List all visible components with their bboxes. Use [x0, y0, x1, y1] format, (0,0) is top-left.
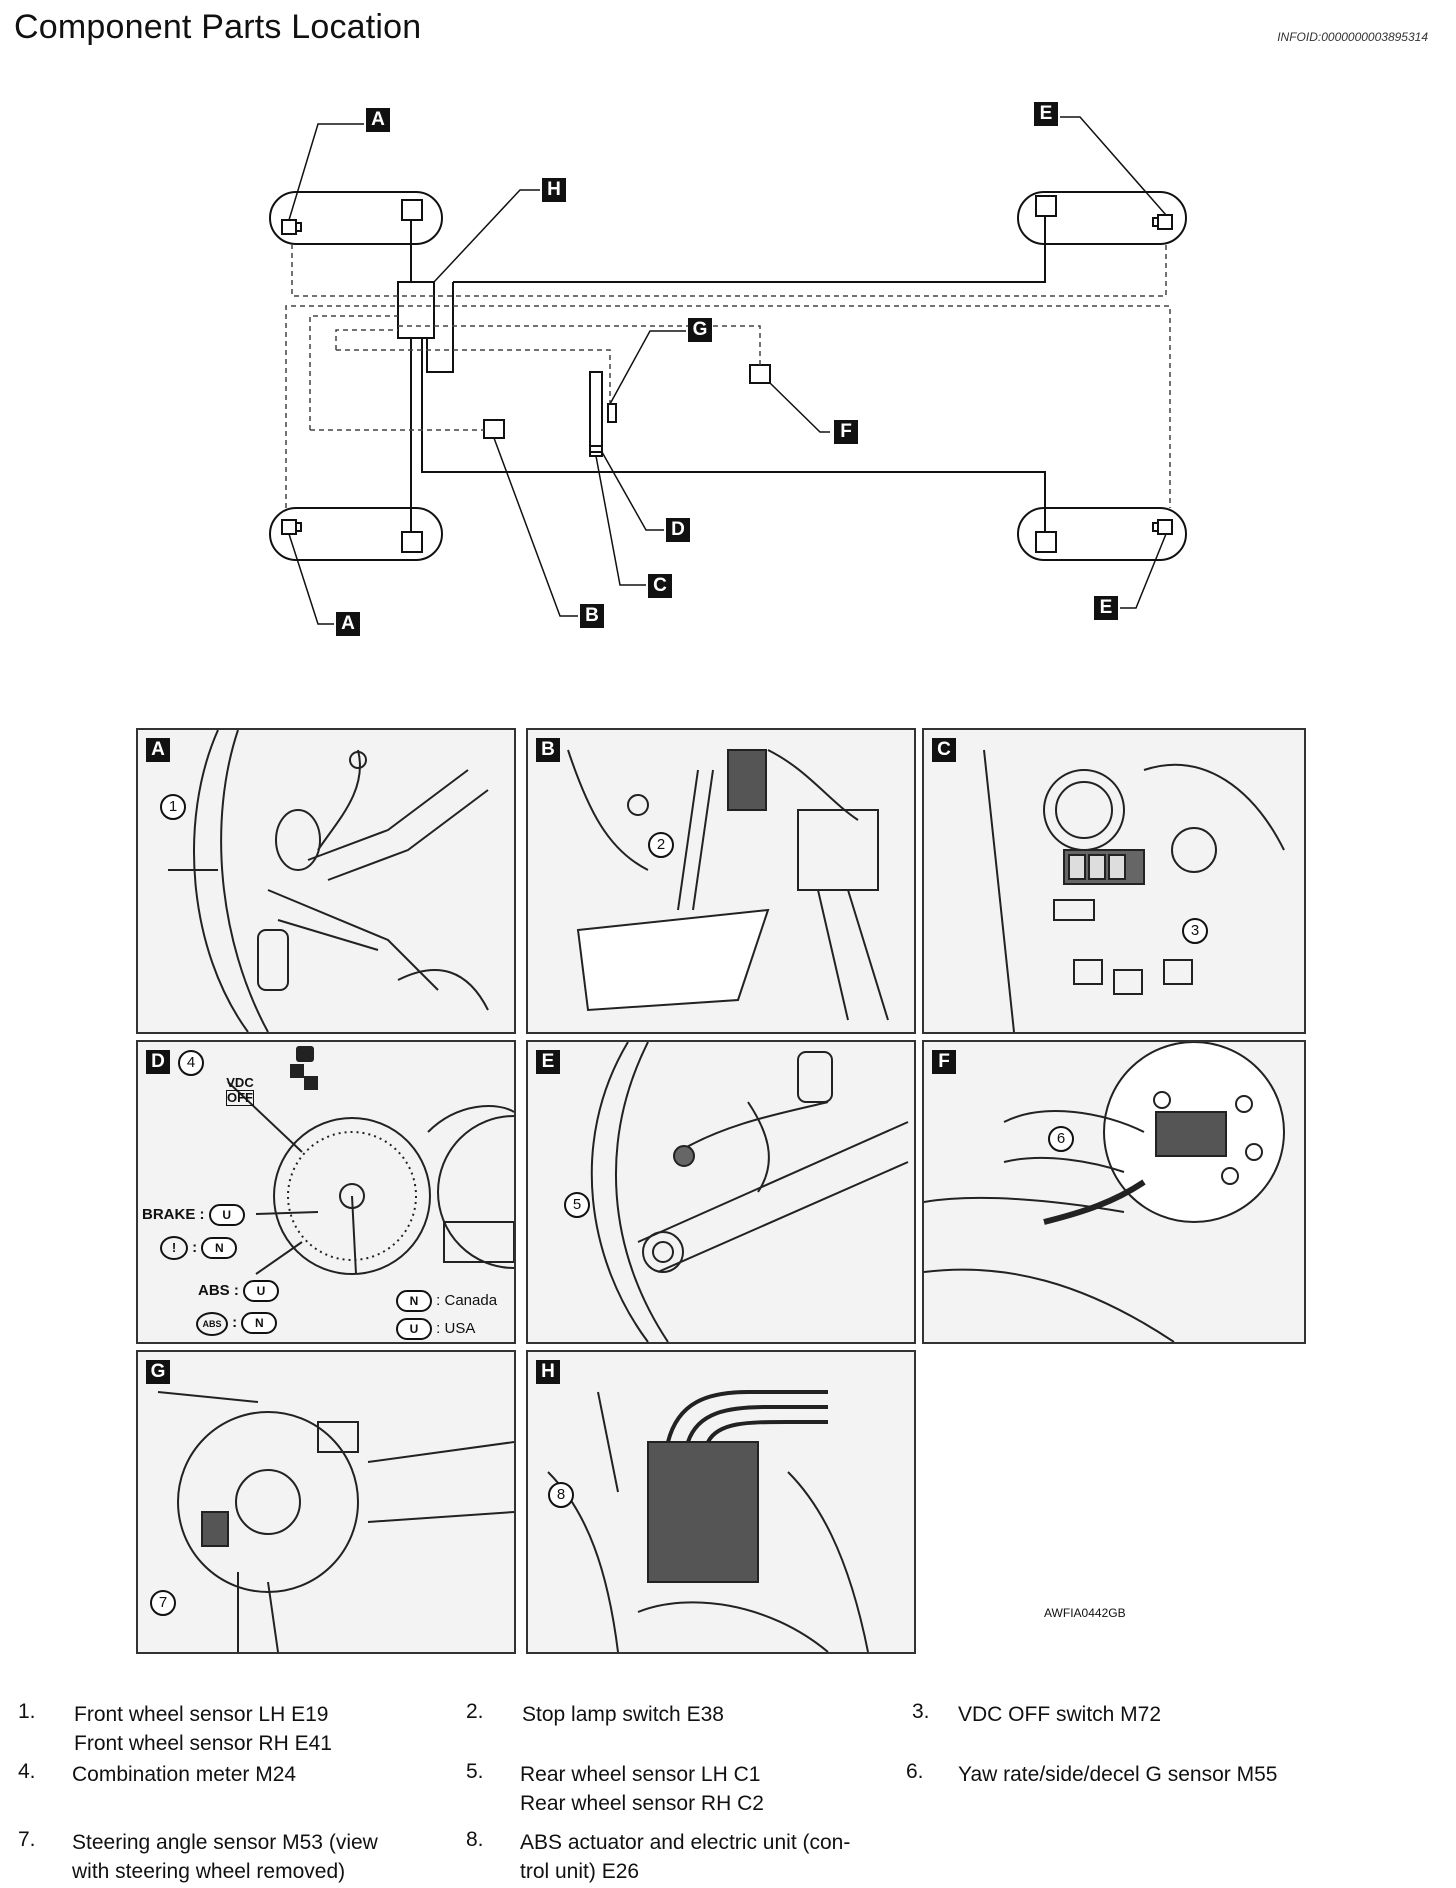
pill-n: N — [396, 1290, 432, 1312]
rear-right-wheel — [1017, 507, 1187, 561]
vdc-off-indicator: VDC OFF — [226, 1076, 254, 1106]
front-wheel-illustration — [168, 730, 489, 1032]
image-code: AWFIA0442GB — [1044, 1606, 1126, 1620]
legend-text: Stop lamp switch E38 — [522, 1703, 724, 1726]
callout-7: 7 — [150, 1590, 176, 1616]
panel-b-brake-pedal: B 2 — [526, 728, 916, 1034]
panel-e-rear-wheel: E 5 — [526, 1040, 916, 1344]
panel-c-tag: C — [932, 738, 956, 762]
diagram-label-b: B — [580, 604, 604, 628]
pill-n: N — [201, 1237, 238, 1259]
legend-number: 1. — [18, 1700, 36, 1723]
combination-meter-illustration — [227, 1046, 514, 1275]
callout-3: 3 — [1182, 918, 1208, 944]
pill-u: U — [396, 1318, 432, 1340]
abs-symbol-label: ABS : N — [196, 1312, 278, 1336]
diagram-label-e-top: E — [1034, 102, 1058, 126]
usa-text: : USA — [436, 1320, 476, 1337]
panel-b-tag: B — [536, 738, 560, 762]
panel-f-g-sensor: F 6 — [922, 1040, 1306, 1344]
panel-a-front-wheel: A 1 — [136, 728, 516, 1034]
g-sensor-illustration — [924, 1042, 1285, 1342]
callout-8: 8 — [548, 1482, 574, 1508]
legend-text: Yaw rate/side/decel G sensor M55 — [958, 1763, 1278, 1786]
front-right-wheel — [1017, 191, 1187, 245]
callout-6: 6 — [1048, 1126, 1074, 1152]
rear-left-wheel — [269, 507, 443, 561]
diagram-label-h: H — [542, 178, 566, 202]
legend-text: Combination meter M24 — [72, 1763, 297, 1786]
brake-pedal-illustration — [567, 749, 889, 1021]
front-left-wheel — [269, 191, 443, 245]
panel-h-tag: H — [536, 1360, 560, 1384]
legend-text: VDC OFF switch M72 — [958, 1703, 1162, 1726]
page-title: Component Parts Location — [14, 8, 422, 46]
legend-number: 4. — [18, 1760, 36, 1783]
diagram-label-c: C — [648, 574, 672, 598]
pill-n: N — [241, 1312, 278, 1334]
abs-unit — [397, 281, 435, 339]
callout-1: 1 — [160, 794, 186, 820]
abs-icon: ABS — [196, 1312, 228, 1336]
legend-number: 7. — [18, 1828, 36, 1851]
off-text: OFF — [226, 1090, 254, 1106]
panel-f-tag: F — [932, 1050, 956, 1074]
legend-number: 6. — [906, 1760, 924, 1783]
colon-text: : — [232, 1314, 238, 1331]
legend-text: ABS actuator and electric unit (con-trol… — [520, 1831, 851, 1883]
brake-text: BRAKE : — [142, 1206, 205, 1223]
dashboard-switch-illustration — [983, 749, 1285, 1032]
colon-text: : — [192, 1239, 198, 1256]
steering-angle-sensor-illustration — [157, 1391, 514, 1652]
abs-text: ABS : — [198, 1282, 239, 1299]
exclamation-icon: ! — [160, 1236, 188, 1260]
legend-number: 3. — [912, 1700, 930, 1723]
panel-a-tag: A — [146, 738, 170, 762]
panel-c-dash-switch: C 3 — [922, 728, 1306, 1034]
panel-h-abs-actuator: H 8 — [526, 1350, 916, 1654]
vdc-text: VDC — [226, 1075, 254, 1090]
callout-4: 4 — [178, 1050, 204, 1076]
callout-5: 5 — [564, 1192, 590, 1218]
panel-d-tag: D — [146, 1050, 170, 1074]
vehicle-layout-diagram — [269, 116, 1187, 625]
diagram-label-a-bottom: A — [336, 612, 360, 636]
legend-number: 8. — [466, 1828, 484, 1851]
pill-u: U — [243, 1280, 280, 1302]
diagram-label-d: D — [666, 518, 690, 542]
panel-d-combination-meter: D 4 VDC OFF BRAKE : U ! : N ABS : U ABS … — [136, 1040, 516, 1344]
brake-fluid-warning-label: ! : N — [160, 1236, 238, 1260]
panel-e-tag: E — [536, 1050, 560, 1074]
panel-g-tag: G — [146, 1360, 170, 1384]
canada-legend: N : Canada — [396, 1290, 497, 1312]
diagram-label-a-top: A — [366, 108, 390, 132]
diagram-label-f: F — [834, 420, 858, 444]
callout-2: 2 — [648, 832, 674, 858]
abs-actuator-illustration — [547, 1390, 869, 1652]
diagram-label-g: G — [688, 318, 712, 342]
info-id: INFOID:0000000003895314 — [1277, 30, 1428, 44]
pill-u: U — [208, 1204, 245, 1226]
diagram-label-e-bottom: E — [1094, 596, 1118, 620]
usa-legend: U : USA — [396, 1318, 475, 1340]
canada-text: : Canada — [436, 1292, 498, 1309]
rear-wheel-illustration — [590, 1042, 909, 1342]
legend-number: 2. — [466, 1700, 484, 1723]
abs-warning-label: ABS : U — [198, 1280, 280, 1302]
legend-number: 5. — [466, 1760, 484, 1783]
panel-g-steering-sensor: G 7 — [136, 1350, 516, 1654]
brake-warning-label: BRAKE : U — [142, 1204, 245, 1226]
